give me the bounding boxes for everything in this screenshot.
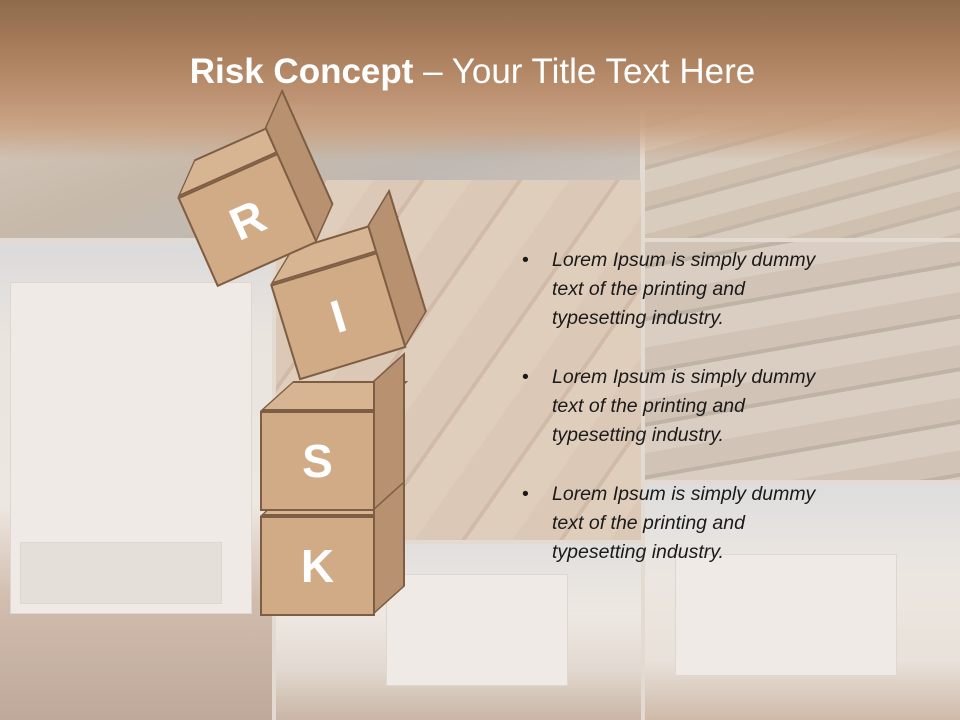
- bullet-item: Lorem Ipsum is simply dummy text of the …: [522, 246, 842, 333]
- bullet-list: Lorem Ipsum is simply dummy text of the …: [522, 246, 842, 597]
- title-rest: – Your Title Text Here: [413, 52, 756, 91]
- title-bold: Risk Concept: [189, 52, 414, 91]
- page-title: Risk Concept – Your Title Text Here: [0, 52, 945, 92]
- block-letter-s: S: [260, 411, 375, 511]
- bullet-item: Lorem Ipsum is simply dummy text of the …: [522, 480, 842, 567]
- header-band: [0, 0, 960, 160]
- block-letter-k: K: [260, 516, 375, 616]
- bullet-item: Lorem Ipsum is simply dummy text of the …: [522, 363, 842, 450]
